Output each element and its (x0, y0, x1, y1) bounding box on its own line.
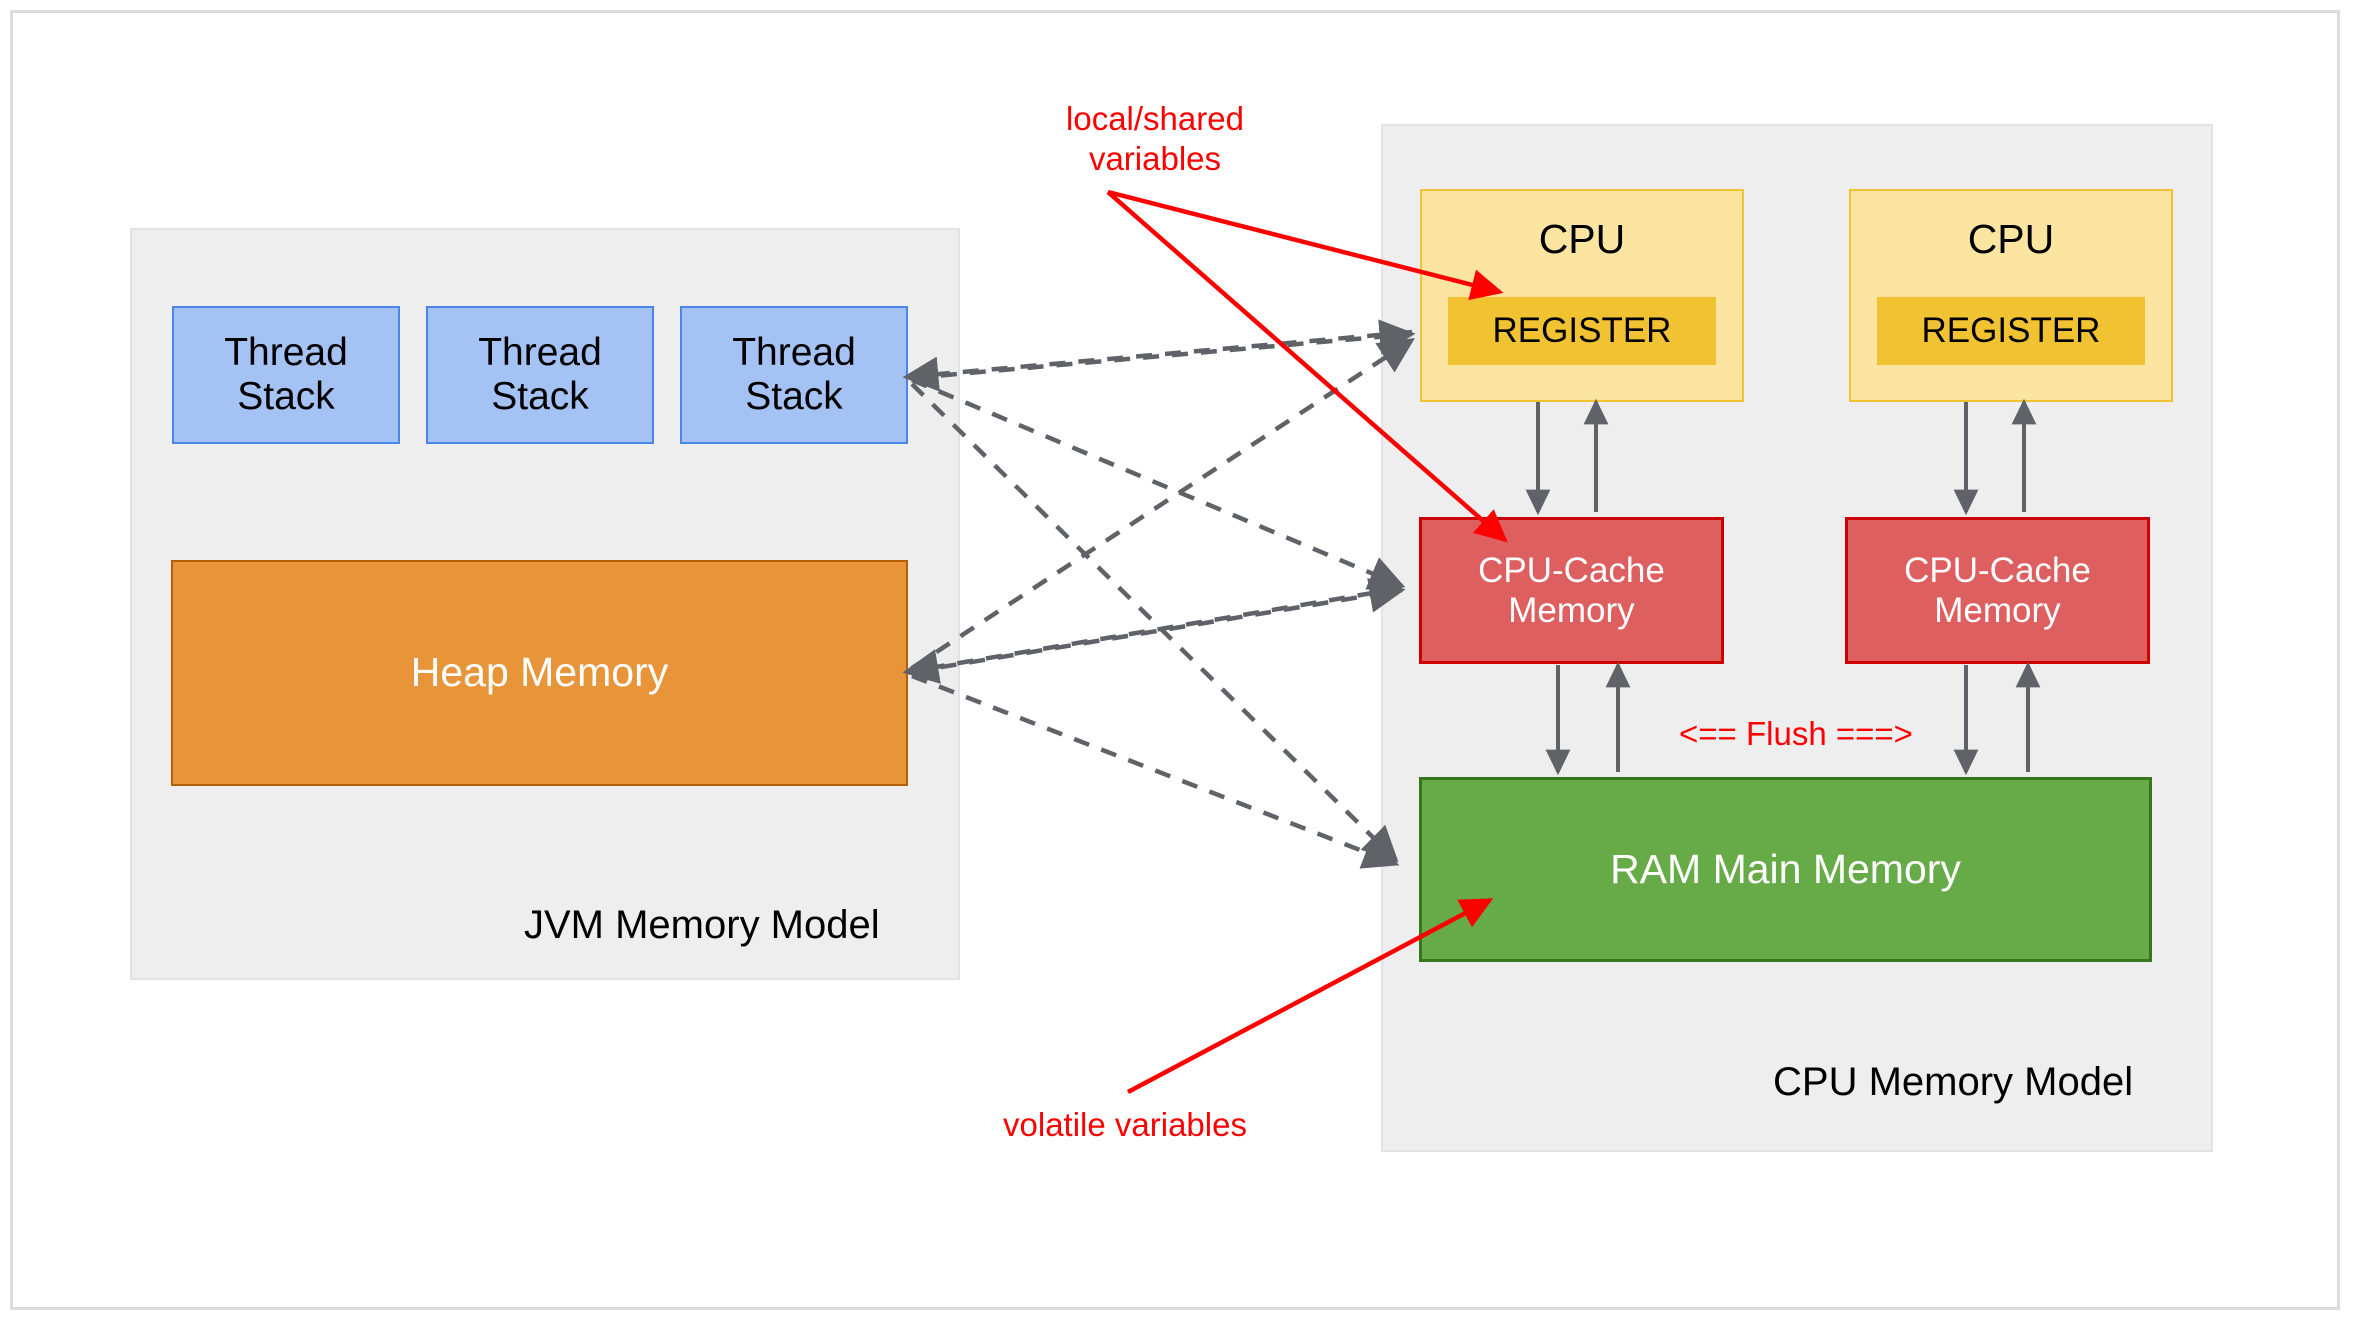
flush-label: <== Flush ===> (1679, 715, 1913, 752)
cpu-box-1[interactable]: CPU (1420, 189, 1744, 402)
heap-memory-box[interactable]: Heap Memory (171, 560, 908, 786)
thread-stack-box-1[interactable]: Thread Stack (172, 306, 400, 444)
cpu-box-2[interactable]: CPU (1849, 189, 2173, 402)
volatile-variables-label: volatile variables (1003, 1106, 1247, 1143)
register-box-1[interactable]: REGISTER (1448, 297, 1716, 365)
thread-stack-box-2[interactable]: Thread Stack (426, 306, 654, 444)
cpu-panel-title: CPU Memory Model (1773, 1060, 2134, 1104)
ram-main-memory-box[interactable]: RAM Main Memory (1419, 777, 2152, 962)
register-box-2[interactable]: REGISTER (1877, 297, 2145, 365)
cpu-cache-box-2[interactable]: CPU-Cache Memory (1845, 517, 2150, 664)
local-shared-variables-label: local/shared variables (1066, 100, 1244, 178)
jvm-panel-title: JVM Memory Model (524, 903, 880, 947)
thread-stack-box-3[interactable]: Thread Stack (680, 306, 908, 444)
cpu-cache-box-1[interactable]: CPU-Cache Memory (1419, 517, 1724, 664)
